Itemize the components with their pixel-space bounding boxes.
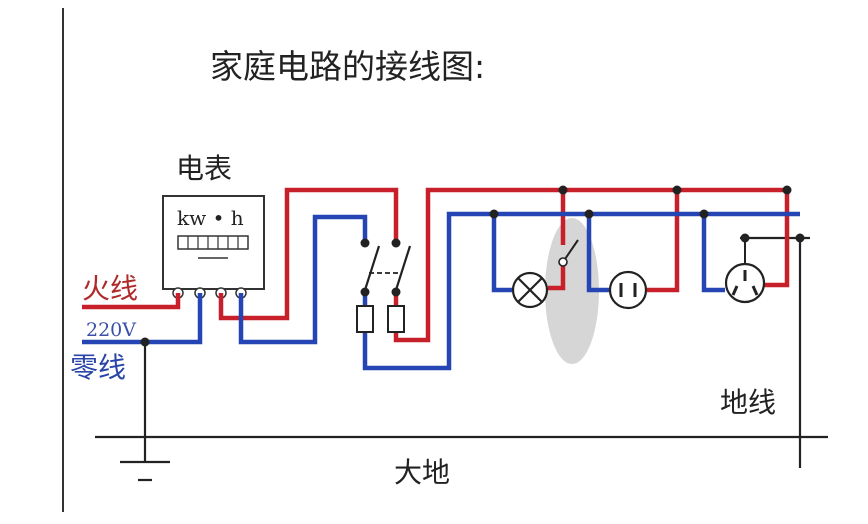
voltage-label: 220V <box>86 319 136 341</box>
main-switch <box>360 238 412 297</box>
meter-counter <box>177 235 249 250</box>
lamp <box>511 271 549 309</box>
live-wire-label: 火线 <box>82 272 138 305</box>
meter-unit: kw • h <box>177 206 244 230</box>
diagram-title: 家庭电路的接线图: <box>210 47 485 86</box>
ground-wire-label: 地线 <box>720 386 776 419</box>
fuse <box>356 305 374 333</box>
two-pin-socket <box>608 270 648 310</box>
three-pin-socket <box>724 238 766 304</box>
meter-label: 电表 <box>176 152 232 185</box>
earth-label: 大地 <box>394 456 450 489</box>
lamp-switch <box>558 239 579 267</box>
switch-highlight <box>545 218 599 364</box>
junction-dots <box>140 185 805 347</box>
neutral-wire-label: 零线 <box>70 351 126 384</box>
electric-meter: kw • h <box>162 195 265 299</box>
fuse <box>387 305 405 333</box>
